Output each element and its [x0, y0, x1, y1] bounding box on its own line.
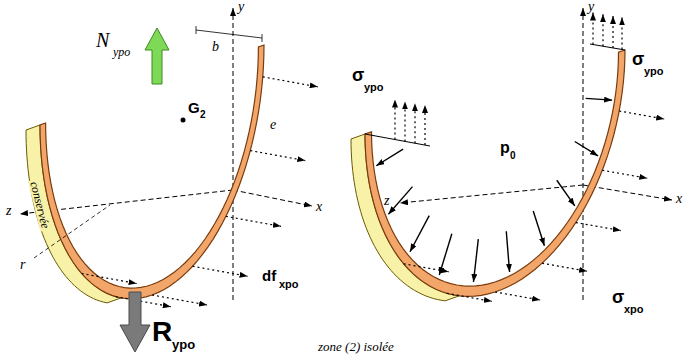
- stress-arrow: [576, 223, 621, 231]
- pressure-arrow: [575, 141, 598, 155]
- force-arrow: [250, 151, 305, 161]
- stress-arrow: [447, 293, 492, 301]
- stress-symbol: σ: [632, 50, 644, 68]
- dimension-label: r: [20, 258, 25, 272]
- pressure-symbol: p: [500, 140, 510, 156]
- caption-note: zone (2) isolée: [318, 340, 394, 353]
- stress-arrow: [404, 101, 405, 141]
- force-arrow: [152, 295, 207, 305]
- figure-group: [20, 8, 672, 352]
- pressure-arrow: [586, 98, 612, 100]
- dimension-label: e: [270, 118, 276, 132]
- half-ring-section: [365, 50, 625, 296]
- z-axis: [400, 185, 583, 203]
- pressure-arrow: [473, 239, 478, 282]
- pressure-arrow: [410, 216, 429, 252]
- cut-edge: [590, 44, 625, 50]
- force-symbol: N: [96, 30, 109, 50]
- dimension-tick: [196, 26, 197, 34]
- subscript: ypo: [113, 46, 130, 58]
- stress-symbol: σ: [352, 66, 364, 84]
- pressure-arrow: [376, 149, 403, 166]
- y-axis: [583, 8, 584, 300]
- subscript: ypo: [644, 66, 664, 77]
- pressure-arrow: [506, 231, 509, 272]
- axis-label: z: [384, 194, 389, 208]
- resultant-arrow: [120, 292, 150, 352]
- part-label: conservée: [28, 178, 52, 231]
- force-symbol: df: [262, 268, 276, 283]
- axis-label: x: [316, 200, 322, 214]
- subscript: 0: [510, 151, 516, 161]
- pressure-arrow: [439, 234, 452, 275]
- y-axis: [233, 8, 234, 300]
- point-label: G: [188, 100, 200, 115]
- stress-arrow: [542, 263, 587, 271]
- stress-arrow: [602, 170, 647, 178]
- x-axis: [233, 190, 312, 206]
- stress-symbol: σ: [612, 288, 624, 306]
- pressure-arrow: [533, 211, 544, 246]
- force-arrow: [226, 216, 281, 226]
- dimension-line: [196, 30, 262, 38]
- axis-label: y: [588, 0, 594, 14]
- x-axis: [583, 185, 672, 200]
- stress-arrow: [592, 13, 593, 45]
- axis-label: z: [6, 204, 11, 218]
- force-arrow: [116, 297, 171, 307]
- dimension-label: b: [212, 40, 219, 54]
- stress-arrow: [394, 100, 395, 140]
- subscript: xpo: [624, 304, 644, 315]
- stress-arrow: [495, 292, 540, 300]
- stress-arrow: [414, 103, 415, 143]
- pressure-arrow: [557, 180, 575, 206]
- axis-label: y: [238, 0, 244, 14]
- pressure-arrow: [388, 187, 412, 215]
- stress-arrow: [612, 16, 613, 48]
- force-arrow: [263, 77, 318, 87]
- subscript: xpo: [279, 279, 299, 290]
- subscript: 2: [200, 110, 206, 120]
- stress-arrow: [621, 17, 622, 49]
- cut-edge: [365, 134, 430, 146]
- force-symbol: R: [152, 318, 172, 346]
- dimension-tick: [262, 34, 263, 42]
- subscript: ypo: [172, 338, 195, 351]
- force-arrow: [193, 266, 248, 276]
- stress-arrow: [424, 105, 425, 145]
- axis-label: x: [676, 192, 682, 206]
- centroid-point: [181, 118, 186, 123]
- subscript: ypo: [364, 82, 384, 93]
- normal-force-arrow: [145, 28, 169, 84]
- stress-arrow: [602, 14, 603, 46]
- stress-arrow: [619, 111, 664, 119]
- kept-part-face: [26, 125, 121, 303]
- force-arrow: [82, 274, 137, 284]
